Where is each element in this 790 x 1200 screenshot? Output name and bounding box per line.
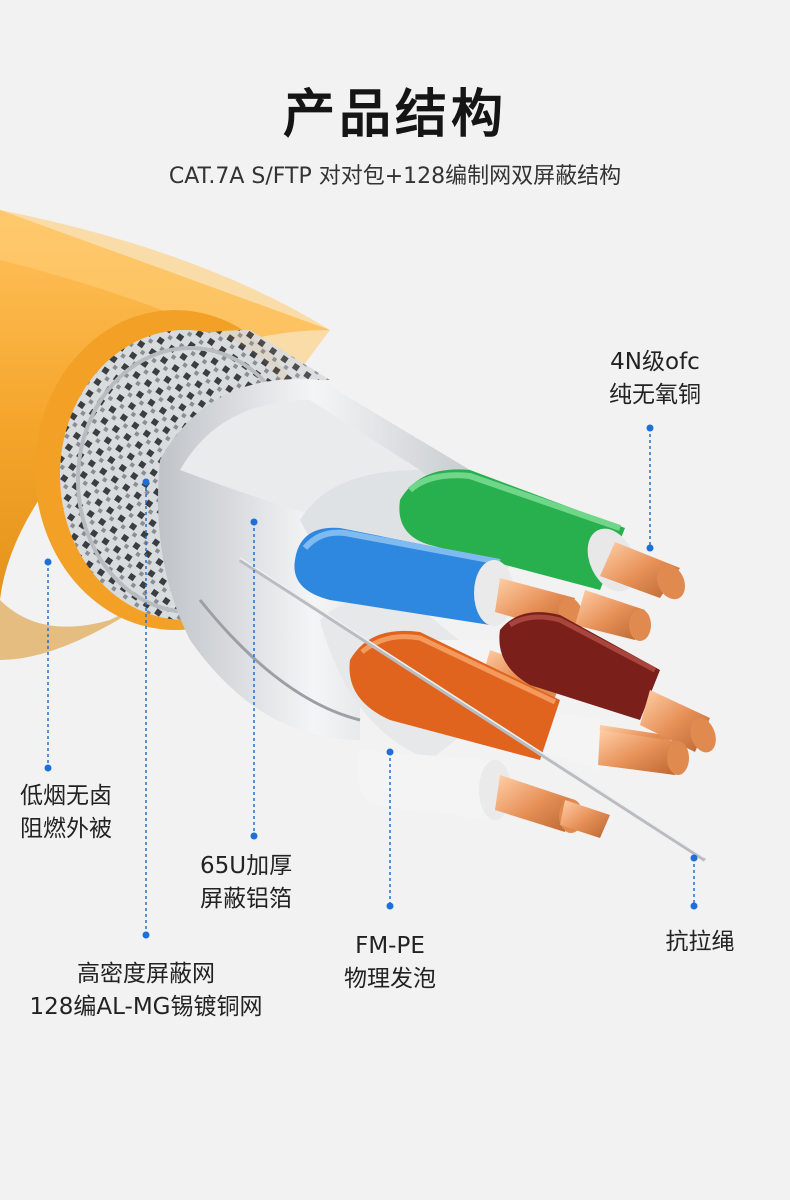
wire-brown	[499, 612, 716, 753]
label-foil-line2: 屏蔽铝箔	[200, 886, 292, 912]
label-conductor: 4N级ofc 纯无氧铜	[595, 346, 715, 412]
label-ripcord: 抗拉绳	[640, 926, 760, 959]
label-conductor-line1: 4N级ofc	[610, 349, 700, 375]
rip-cord	[238, 558, 707, 862]
label-ripcord-line1: 抗拉绳	[665, 929, 735, 955]
page-subtitle: CAT.7A S/FTP 对对包+128编制网双屏蔽结构	[168, 164, 622, 189]
label-insulation: FM-PE 物理发泡	[320, 930, 460, 996]
wire-blue	[294, 527, 651, 641]
label-braid: 高密度屏蔽网 128编AL-MG锡镀铜网	[0, 958, 292, 1024]
label-conductor-line2: 纯无氧铜	[609, 382, 701, 408]
label-braid-line1: 高密度屏蔽网	[77, 961, 215, 987]
label-insulation-line1: FM-PE	[355, 933, 425, 959]
label-foil: 65U加厚 屏蔽铝箔	[200, 850, 292, 916]
label-jacket-line2: 阻燃外被	[20, 816, 112, 842]
label-jacket: 低烟无卤 阻燃外被	[20, 780, 112, 846]
label-foil-line1: 65U加厚	[200, 853, 293, 879]
label-jacket-line1: 低烟无卤	[20, 783, 112, 809]
label-insulation-line2: 物理发泡	[344, 966, 436, 992]
pointer-lines	[44, 424, 698, 939]
page-title: 产品结构	[282, 85, 507, 145]
wire-green	[399, 469, 686, 600]
label-braid-line2: 128编AL-MG锡镀铜网	[29, 994, 263, 1020]
